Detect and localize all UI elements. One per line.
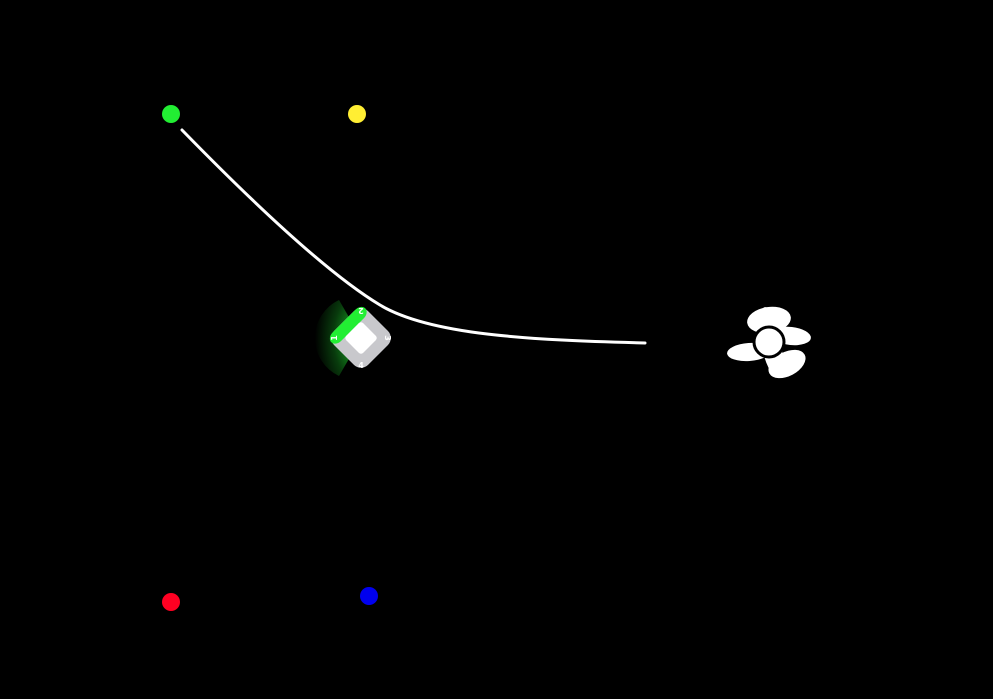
side-label-2: 2 xyxy=(358,306,364,315)
agent-core xyxy=(345,322,377,354)
fan-hub xyxy=(752,325,786,359)
red-target-dot xyxy=(162,593,180,611)
side-label-1: 1 xyxy=(330,335,339,341)
side-label-4: 4 xyxy=(358,361,364,370)
yellow-target-dot xyxy=(348,105,366,123)
side-label-3: 3 xyxy=(383,335,392,341)
green-target-dot xyxy=(162,105,180,123)
agent-robot: 1 2 3 4 xyxy=(314,300,392,376)
blue-target-dot xyxy=(360,587,378,605)
trajectory-path xyxy=(180,128,647,345)
propeller-fan-icon xyxy=(727,306,811,379)
agent-active-side xyxy=(329,306,367,344)
